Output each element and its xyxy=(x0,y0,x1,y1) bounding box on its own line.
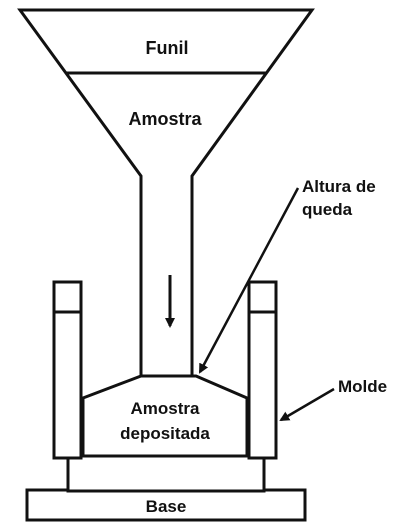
sample-label: Amostra xyxy=(128,109,202,129)
drop-height-label-line1: Altura de xyxy=(302,177,376,196)
funnel-body xyxy=(17,8,315,378)
deposited-sample-label-line1: Amostra xyxy=(131,399,201,418)
drop-height-label-line2: queda xyxy=(302,200,353,219)
mold-leader-line xyxy=(279,387,335,422)
deposited-sample-label-line2: depositada xyxy=(120,424,210,443)
mold-right-wall xyxy=(247,280,278,460)
deposited-sample xyxy=(81,374,249,458)
drop-height-leader-line xyxy=(198,187,300,374)
mold-label: Molde xyxy=(338,377,387,396)
base-plate xyxy=(25,488,307,522)
base-label: Base xyxy=(146,497,187,516)
mold-left-wall xyxy=(52,280,83,460)
funnel-label: Funil xyxy=(146,38,189,58)
mold-platform xyxy=(66,454,266,493)
